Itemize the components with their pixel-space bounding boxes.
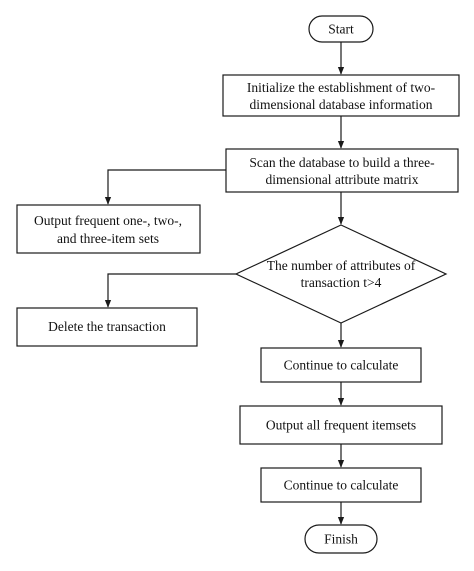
scan-label-line-1: Scan the database to build a three-: [249, 155, 435, 170]
continue-calculate-node-2: Continue to calculate: [260, 467, 422, 503]
edges: [104, 42, 345, 525]
start-node: Start: [308, 15, 374, 43]
output-all-itemsets-label: Output all frequent itemsets: [266, 418, 416, 433]
edge-scan-to-output-frequent: [104, 169, 226, 205]
output-all-itemsets-node: Output all frequent itemsets: [239, 405, 443, 445]
decision-label-line-1: The number of attributes of: [267, 258, 416, 273]
continue-calculate-label-2: Continue to calculate: [284, 478, 399, 493]
output-frequent-sets-node: Output frequent one-, two-, and three-it…: [16, 204, 201, 254]
output-frequent-sets-label-line-1: Output frequent one-, two-,: [34, 213, 182, 228]
delete-transaction-node: Delete the transaction: [16, 307, 198, 347]
output-frequent-sets-label-line-2: and three-item sets: [57, 231, 159, 246]
scan-label-line-2: dimensional attribute matrix: [266, 172, 419, 187]
scan-node: Scan the database to build a three- dime…: [225, 148, 459, 193]
delete-transaction-label: Delete the transaction: [48, 319, 166, 334]
decision-label-line-2: transaction t>4: [301, 275, 382, 290]
initialize-node: Initialize the establishment of two- dim…: [222, 74, 460, 117]
initialize-label-line-2: dimensional database information: [250, 97, 433, 112]
edge-decision-to-delete: [104, 273, 236, 308]
continue-calculate-label-1: Continue to calculate: [284, 358, 399, 373]
finish-label: Finish: [324, 532, 358, 547]
decision-node: The number of attributes of transaction …: [234, 224, 448, 324]
start-label: Start: [328, 22, 354, 37]
initialize-label-line-1: Initialize the establishment of two-: [247, 80, 436, 95]
continue-calculate-node-1: Continue to calculate: [260, 347, 422, 383]
finish-node: Finish: [304, 524, 378, 554]
